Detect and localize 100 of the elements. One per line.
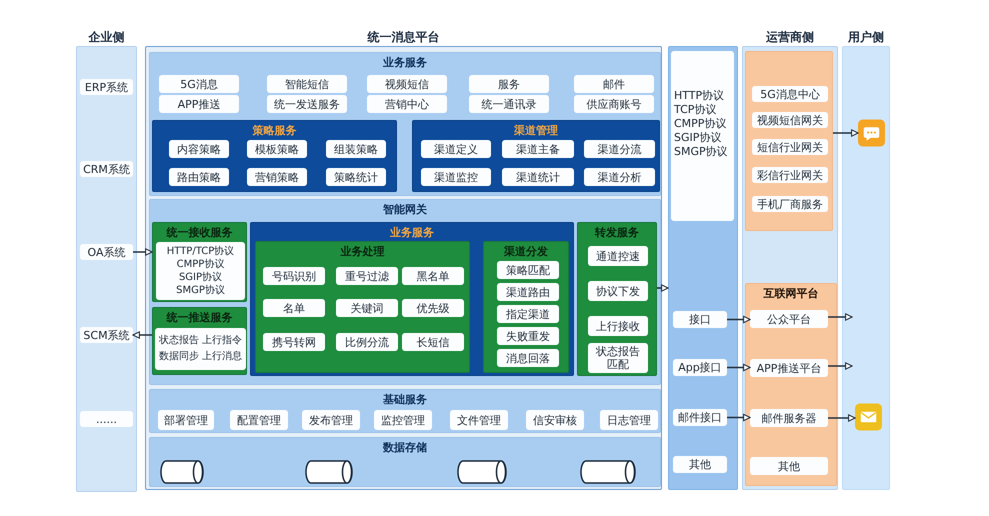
service-panel — [483, 241, 569, 373]
panel-heading: 互联网平台 — [764, 287, 818, 301]
module-tile: 手机厂商服务 — [752, 196, 828, 212]
column-panel — [668, 46, 738, 490]
arrow — [727, 364, 751, 372]
arrow — [833, 129, 859, 137]
module-tile: 渠道分流 — [584, 140, 655, 158]
module-tile: 渠道路由 — [497, 283, 559, 301]
module-tile: 策略匹配 — [497, 261, 559, 279]
panel-heading: 转发服务 — [595, 226, 639, 240]
system-tile: ...... — [80, 411, 133, 427]
panel-heading: 渠道管理 — [514, 124, 558, 138]
column-heading: 企业侧 — [88, 30, 124, 44]
system-tile: ERP系统 — [80, 79, 133, 95]
module-tile: 文件管理 — [450, 410, 508, 430]
service-panel — [152, 307, 247, 375]
panel-heading: 策略服务 — [252, 124, 296, 138]
module-tile: 渠道统计 — [502, 168, 574, 186]
module-tile: APP推送平台 — [750, 359, 828, 377]
module-tile: 协议下发 — [588, 281, 648, 301]
module-tile: 邮件 — [574, 75, 654, 93]
module-tile: 信安审核 — [526, 410, 584, 430]
list-line-text: 数据同步 上行消息 — [158, 350, 242, 364]
arrow — [828, 362, 853, 370]
panel-heading: 数据存储 — [383, 441, 427, 455]
column-heading: 运营商侧 — [766, 30, 814, 44]
panel-heading: 业务服务 — [383, 56, 427, 70]
module-tile: 策略统计 — [326, 168, 386, 186]
module-tile: 指定渠道 — [497, 305, 559, 323]
module-tile: 上行接收 — [588, 316, 648, 336]
module-tile: 号码识别 — [263, 267, 325, 285]
platform-panel — [745, 283, 837, 486]
arrow — [727, 414, 751, 422]
arrow — [657, 284, 669, 292]
module-tile: 渠道主备 — [502, 140, 574, 158]
module-tile: 短信行业网关 — [752, 139, 828, 155]
service-panel — [577, 222, 657, 376]
module-tile: 5G消息 — [159, 75, 239, 93]
module-tile: 渠道监控 — [421, 168, 491, 186]
system-tile: OA系统 — [80, 244, 133, 260]
interface-tile: App接口 — [673, 359, 727, 376]
module-tile: 重号过滤 — [336, 267, 398, 285]
module-tile: 营销策略 — [247, 168, 307, 186]
module-tile: 其他 — [750, 457, 828, 475]
panel-heading: 统一推送服务 — [166, 311, 232, 325]
module-tile: APP推送 — [159, 95, 239, 113]
module-tile: 发布管理 — [302, 410, 360, 430]
module-tile: 组装策略 — [326, 140, 386, 158]
panel-heading: 渠道分发 — [504, 245, 548, 259]
module-tile: 5G消息中心 — [752, 86, 828, 102]
arrow — [828, 414, 856, 422]
service-panel — [152, 222, 247, 302]
system-tile: SCM系统 — [80, 327, 133, 343]
layer-band — [149, 437, 661, 487]
module-tile: 公众平台 — [750, 310, 828, 328]
module-tile: 监控管理 — [374, 410, 432, 430]
module-tile: 优先级 — [402, 299, 464, 317]
arrow — [132, 331, 152, 339]
module-tile: 关键词 — [336, 299, 398, 317]
module-tile: 失败重发 — [497, 327, 559, 345]
module-tile: 路由策略 — [169, 168, 229, 186]
module-tile: 长短信 — [402, 333, 464, 351]
module-tile: 统一通讯录 — [469, 95, 549, 113]
interface-tile: 其他 — [673, 456, 727, 473]
status-list-card — [155, 328, 246, 370]
module-tile: 日志管理 — [600, 410, 658, 430]
module-tile: 消息回落 — [497, 349, 559, 367]
module-tile: 携号转网 — [263, 333, 325, 351]
module-tile: 状态报告匹配 — [588, 343, 648, 373]
service-panel — [255, 241, 470, 373]
module-tile: 彩信行业网关 — [752, 167, 828, 183]
layer-band — [149, 199, 661, 385]
module-tile: 服务 — [469, 75, 549, 93]
arrow — [828, 313, 853, 321]
module-tile: 智能短信 — [267, 75, 347, 93]
protocol-list-card: HTTP协议 TCP协议 CMPP协议 SGIP协议 SMGP协议 — [671, 51, 734, 221]
interface-tile: 邮件接口 — [673, 409, 727, 426]
module-tile: 视频短信网关 — [752, 112, 828, 128]
module-panel — [250, 222, 574, 376]
module-panel — [412, 120, 660, 192]
module-tile: 渠道分析 — [584, 168, 655, 186]
arrow — [727, 316, 751, 324]
list-line-text: 状态报告 上行指令 — [158, 334, 242, 348]
panel-heading: 业务服务 — [390, 226, 434, 240]
module-tile: 供应商账号 — [574, 95, 654, 113]
system-tile: CRM系统 — [80, 161, 133, 177]
module-tile: 通道控速 — [588, 246, 648, 266]
module-tile: 比例分流 — [336, 333, 398, 351]
module-tile: 配置管理 — [230, 410, 288, 430]
column-heading: 用户侧 — [848, 30, 884, 44]
arrow — [133, 248, 153, 256]
module-tile: 营销中心 — [367, 95, 447, 113]
panel-heading: 业务处理 — [340, 245, 384, 259]
module-panel — [152, 120, 397, 192]
module-tile: 内容策略 — [169, 140, 229, 158]
interface-tile: 接口 — [673, 311, 727, 328]
platform-panel — [745, 51, 833, 231]
layer-band — [149, 389, 661, 433]
panel-heading: 智能网关 — [383, 203, 427, 217]
module-tile: 模板策略 — [247, 140, 307, 158]
